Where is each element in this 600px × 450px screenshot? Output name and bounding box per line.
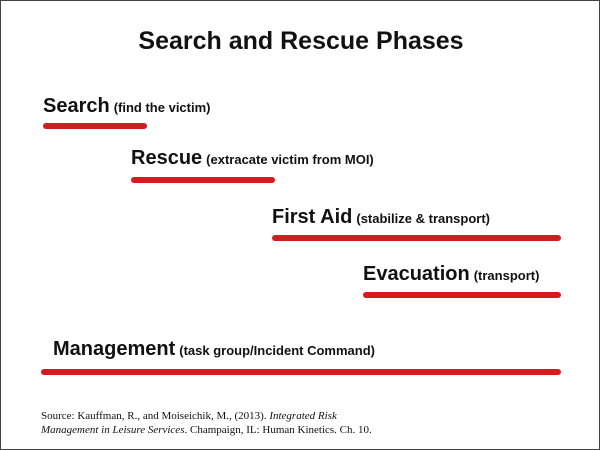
source-citation: Source: Kauffman, R., and Moiseichik, M.…	[41, 409, 561, 437]
phase-search: Search(find the victim)	[43, 95, 211, 118]
phase-management: Management(task group/Incident Command)	[53, 338, 375, 361]
phase-name: Evacuation	[363, 263, 470, 285]
phase-evacuation: Evacuation(transport)	[363, 263, 539, 286]
phase-name: Search	[43, 95, 110, 117]
phase-name: Rescue	[131, 147, 203, 169]
phase-name: Management	[53, 338, 176, 360]
citation-publisher: . Champaign, IL: Human Kinetics. Ch. 10.	[184, 424, 372, 436]
phase-description: (extracate victim from MOI)	[206, 152, 374, 167]
phase-bar-rescue	[131, 177, 275, 183]
phase-description: (stabilize & transport)	[356, 211, 490, 226]
phase-bar-first-aid	[272, 235, 561, 241]
citation-title-part2: Management in Leisure Services	[41, 424, 185, 436]
phase-first-aid: First Aid(stabilize & transport)	[272, 206, 490, 229]
phase-bar-search	[43, 123, 147, 129]
phase-description: (find the victim)	[113, 100, 211, 115]
phase-bar-evacuation	[363, 292, 561, 298]
phase-bar-management	[41, 369, 561, 375]
phase-description: (task group/Incident Command)	[179, 343, 375, 358]
phase-rescue: Rescue(extracate victim from MOI)	[131, 147, 374, 170]
citation-title-part1: Integrated Risk	[269, 410, 337, 422]
phase-name: First Aid	[272, 206, 353, 228]
citation-text: Source: Kauffman, R., and Moiseichik, M.…	[41, 410, 270, 422]
slide-title: Search and Rescue Phases	[138, 27, 464, 55]
phase-description: (transport)	[473, 268, 540, 283]
